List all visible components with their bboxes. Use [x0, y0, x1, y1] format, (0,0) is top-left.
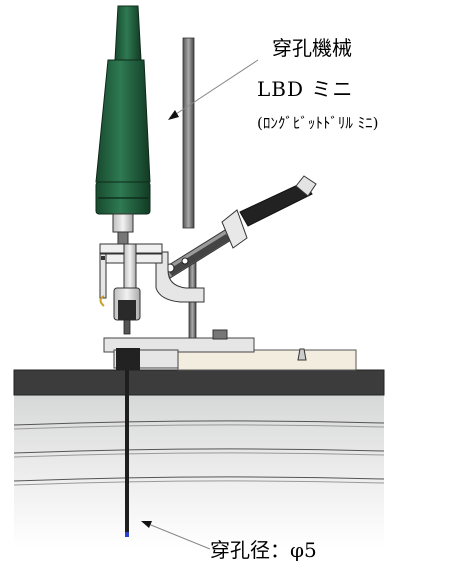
model-reading-label: (ﾛﾝｸﾞﾋﾞｯﾄﾄﾞﾘﾙ ﾐﾆ) [257, 114, 379, 132]
title-arrowhead [168, 110, 179, 120]
concrete-slab [13, 369, 385, 396]
guide-pole [182, 37, 195, 229]
drill-bit [125, 370, 129, 537]
drill-chuck [113, 287, 141, 335]
title-leader-line [169, 59, 259, 119]
diameter-leader-line [145, 522, 211, 550]
ground-strata [13, 393, 385, 548]
carriage-frame [99, 243, 163, 307]
bit-guide [116, 348, 140, 370]
diameter-arrowhead [141, 521, 152, 528]
drill-motor [95, 5, 151, 247]
model-label: LBD ミニ [257, 77, 354, 101]
support-bracket [155, 251, 205, 303]
base-plate [103, 329, 357, 371]
hole-diameter-label: 穿孔径：φ5 [210, 538, 317, 562]
machine-name-label: 穿孔機械 [272, 36, 352, 60]
